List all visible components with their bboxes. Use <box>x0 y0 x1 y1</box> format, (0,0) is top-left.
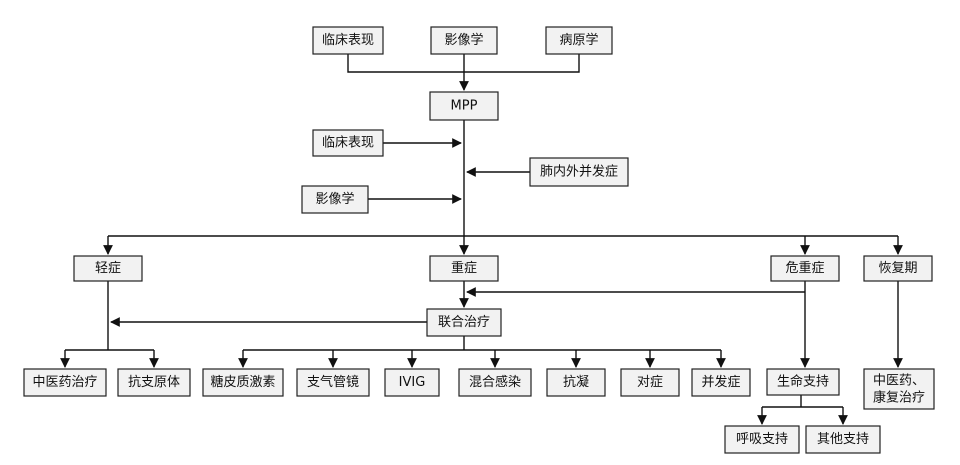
node-bronchoscopy-label: 支气管镜 <box>307 374 359 390</box>
node-pul-complication: 肺内外并发症 <box>529 157 629 187</box>
node-other-support: 其他支持 <box>805 425 881 454</box>
node-mild-label: 轻症 <box>95 261 121 276</box>
node-pathogen: 病原学 <box>545 26 613 55</box>
edges <box>60 54 903 425</box>
node-life-support-label: 生命支持 <box>777 374 829 390</box>
node-complication-label: 并发症 <box>701 374 740 390</box>
node-bronchoscopy: 支气管镜 <box>296 368 370 397</box>
node-pul-complication-label: 肺内外并发症 <box>540 164 618 180</box>
node-anticoag-label: 抗凝 <box>563 374 589 390</box>
node-critical-label: 危重症 <box>785 260 824 276</box>
node-clinical-mid-label: 临床表现 <box>322 136 374 151</box>
node-mixed-label: 混合感染 <box>469 374 521 390</box>
node-critical: 危重症 <box>770 255 840 282</box>
node-severe: 重症 <box>429 255 499 282</box>
node-clinical-top: 临床表现 <box>312 26 384 55</box>
node-ivig: IVIG <box>384 368 440 397</box>
node-recovery-label: 恢复期 <box>878 261 917 276</box>
node-antibiotic-label: 抗支原体 <box>128 375 180 390</box>
node-steroid: 糖皮质激素 <box>202 368 284 397</box>
node-imaging-top: 影像学 <box>430 26 498 55</box>
node-resp-support-label: 呼吸支持 <box>736 432 788 447</box>
node-tcm: 中医药治疗 <box>23 368 107 397</box>
node-antibiotic: 抗支原体 <box>117 368 191 397</box>
node-symptomatic: 对症 <box>620 368 680 397</box>
node-steroid-label: 糖皮质激素 <box>210 374 275 390</box>
node-imaging-top-label: 影像学 <box>444 32 483 48</box>
node-imaging-mid-label: 影像学 <box>315 191 354 207</box>
node-severe-label: 重症 <box>451 260 477 276</box>
node-clinical-top-label: 临床表现 <box>322 33 374 48</box>
node-recovery-treatment-line1: 中医药、 <box>873 374 925 389</box>
node-other-support-label: 其他支持 <box>817 432 869 447</box>
node-mpp-label: MPP <box>451 99 478 114</box>
node-life-support: 生命支持 <box>766 368 840 396</box>
node-combined-label: 联合治疗 <box>438 315 490 330</box>
node-symptomatic-label: 对症 <box>637 375 663 390</box>
node-tcm-label: 中医药治疗 <box>32 375 97 390</box>
node-ivig-label: IVIG <box>399 375 426 390</box>
node-recovery-treatment-line2: 康复治疗 <box>873 390 925 406</box>
node-anticoag: 抗凝 <box>546 368 606 397</box>
node-mpp: MPP <box>429 91 499 121</box>
node-recovery: 恢复期 <box>863 255 933 282</box>
node-clinical-mid: 临床表现 <box>312 129 384 157</box>
node-complication: 并发症 <box>691 368 751 397</box>
node-pathogen-label: 病原学 <box>559 32 598 48</box>
node-mild: 轻症 <box>73 255 143 282</box>
node-combined: 联合治疗 <box>426 308 502 337</box>
node-recovery-treatment: 中医药、 康复治疗 <box>863 368 935 410</box>
node-imaging-mid: 影像学 <box>301 185 369 214</box>
node-mixed: 混合感染 <box>458 368 532 397</box>
node-resp-support: 呼吸支持 <box>724 425 800 454</box>
